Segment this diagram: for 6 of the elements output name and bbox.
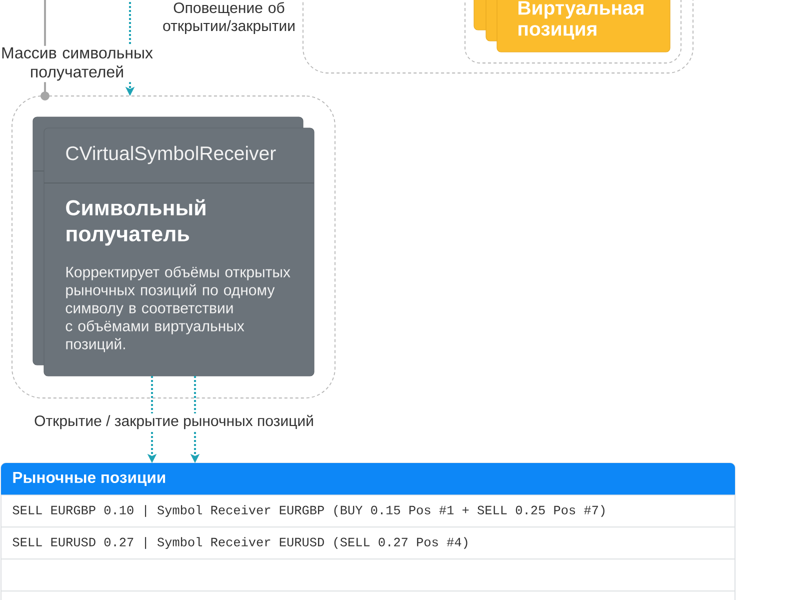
edge-label: Массив символьных получателей <box>0 46 156 82</box>
table-row: SELL EURGBP 0.10 | Symbol Receiver EURGBP (BUY 0.15 Pos #1 + SELL 0.25 Pos #7) <box>0 494 736 528</box>
edge-label: Оповещение об открытии/закрытии <box>158 0 300 36</box>
edge-label: Открытие / закрытие рыночных позиций <box>32 413 316 431</box>
table-header: Рыночные позиции <box>1 463 735 495</box>
table-row: SELL EURUSD 0.27 | Symbol Receiver EURUSD (SELL 0.27 Pos #4) <box>0 526 736 560</box>
